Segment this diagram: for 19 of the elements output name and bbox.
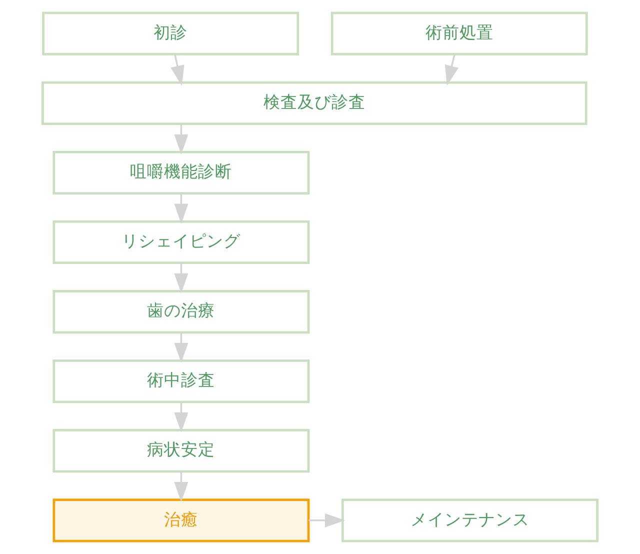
node-box: メインテナンス bbox=[342, 498, 598, 542]
node-box: 術前処置 bbox=[330, 12, 588, 56]
arrow bbox=[174, 123, 188, 155]
node-box: 治癒 bbox=[52, 498, 310, 542]
arrow bbox=[174, 194, 188, 224]
node-box: 初診 bbox=[42, 12, 300, 56]
arrow bbox=[308, 513, 346, 528]
arrow bbox=[174, 402, 188, 432]
arrow bbox=[174, 472, 188, 502]
arrow bbox=[174, 332, 188, 363]
arrow bbox=[170, 54, 184, 86]
node-box: 検査及び診査 bbox=[42, 81, 588, 125]
node-box: リシェイピング bbox=[52, 220, 310, 264]
node-box: 咀嚼機能診断 bbox=[52, 150, 310, 194]
arrow bbox=[444, 54, 459, 86]
node-box: 歯の治療 bbox=[52, 290, 310, 334]
node-box: 病状安定 bbox=[52, 429, 310, 473]
node-box: 術中診査 bbox=[52, 360, 310, 404]
arrow bbox=[174, 263, 188, 294]
